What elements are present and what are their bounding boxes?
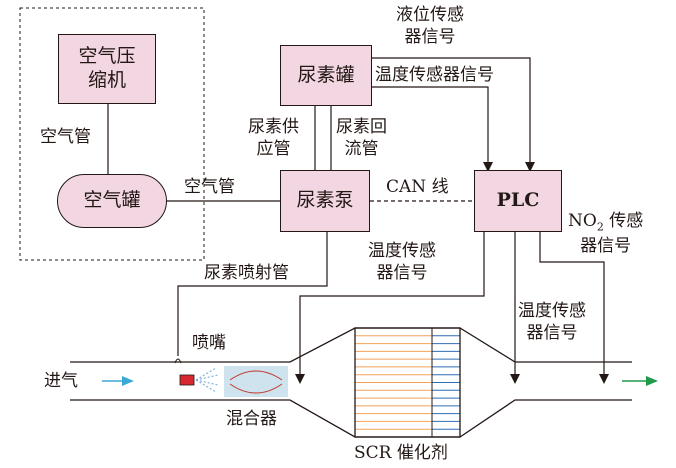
can-line-label: CAN 线: [386, 177, 449, 197]
urea-supply-pipe-label-line2: 应管: [256, 139, 291, 160]
air-compressor-box: 空气压缩机: [58, 34, 156, 104]
air-tank-box: 空气罐: [57, 174, 167, 228]
upstream-temp-sensor-label: 温度传感 器信号: [368, 240, 436, 284]
tank-temp-sensor-wire: [372, 86, 493, 172]
no2-prefix: NO: [568, 211, 597, 231]
air-pipe-horizontal-label: 空气管: [184, 177, 235, 197]
upstream-temp-sensor-label-line2: 器信号: [376, 263, 428, 284]
air-tank-label: 空气罐: [83, 189, 141, 212]
intake-label: 进气: [44, 371, 78, 391]
scr-catalyst: [354, 327, 461, 438]
urea-tank-box: 尿素罐: [280, 45, 372, 106]
air-system-enclosure: [19, 7, 205, 261]
plc-box: PLC: [474, 170, 562, 232]
urea-tank-label: 尿素罐: [297, 63, 355, 86]
urea-supply-pipe-label-line1: 尿素供: [248, 117, 299, 137]
no2-sensor-label-line1: NO2 传感: [568, 210, 643, 235]
nozzle: [179, 374, 195, 386]
urea-return-pipe-label-line2: 流管: [344, 139, 379, 160]
upstream-temp-sensor-wire: [295, 232, 485, 384]
no2-subscript: 2: [596, 220, 604, 234]
level-sensor-wire: [372, 57, 535, 172]
no2-suffix: 传感: [603, 211, 644, 231]
urea-supply-pipe-label: 尿素供 应管: [248, 116, 299, 160]
nozzle-connector: [174, 358, 182, 364]
air-compressor-label: 空气压缩机: [78, 45, 136, 91]
tank-temp-sensor-label: 温度传感器信号: [375, 65, 494, 85]
scr-catalyst-label: SCR 催化剂: [354, 443, 448, 463]
mixer-blade-bottom: [229, 383, 283, 394]
mixer-blade-top: [229, 370, 283, 381]
plc-label: PLC: [496, 189, 540, 212]
level-sensor-label: 液位传感 器信号: [396, 4, 464, 48]
downstream-temp-sensor-label: 温度传感 器信号: [518, 300, 586, 344]
upstream-temp-sensor-label-line1: 温度传感: [368, 241, 436, 261]
urea-return-pipe-label: 尿素回 流管: [336, 116, 387, 160]
injection-pipe-label: 尿素喷射管: [204, 263, 289, 283]
urea-pump-label: 尿素泵: [296, 189, 354, 212]
level-sensor-label-line2: 器信号: [404, 27, 456, 48]
no2-sensor-label-line2: 器信号: [580, 235, 632, 256]
nozzle-label: 喷嘴: [192, 333, 226, 353]
no2-sensor-wire: [539, 232, 609, 384]
downstream-temp-sensor-label-line2: 器信号: [526, 323, 578, 344]
nozzle-spray: [195, 367, 219, 393]
level-sensor-label-line1: 液位传感: [396, 5, 464, 25]
mixer-label: 混合器: [226, 409, 277, 429]
urea-return-pipe-label-line1: 尿素回: [336, 117, 387, 137]
exhaust-pipe-bottom-wall: [70, 399, 632, 438]
downstream-temp-sensor-label-line1: 温度传感: [518, 301, 586, 321]
urea-injection-pipe: [177, 232, 328, 356]
urea-pump-box: 尿素泵: [280, 170, 370, 232]
air-pipe-vertical-label: 空气管: [40, 127, 91, 147]
no2-sensor-label: NO2 传感 器信号: [568, 210, 643, 257]
